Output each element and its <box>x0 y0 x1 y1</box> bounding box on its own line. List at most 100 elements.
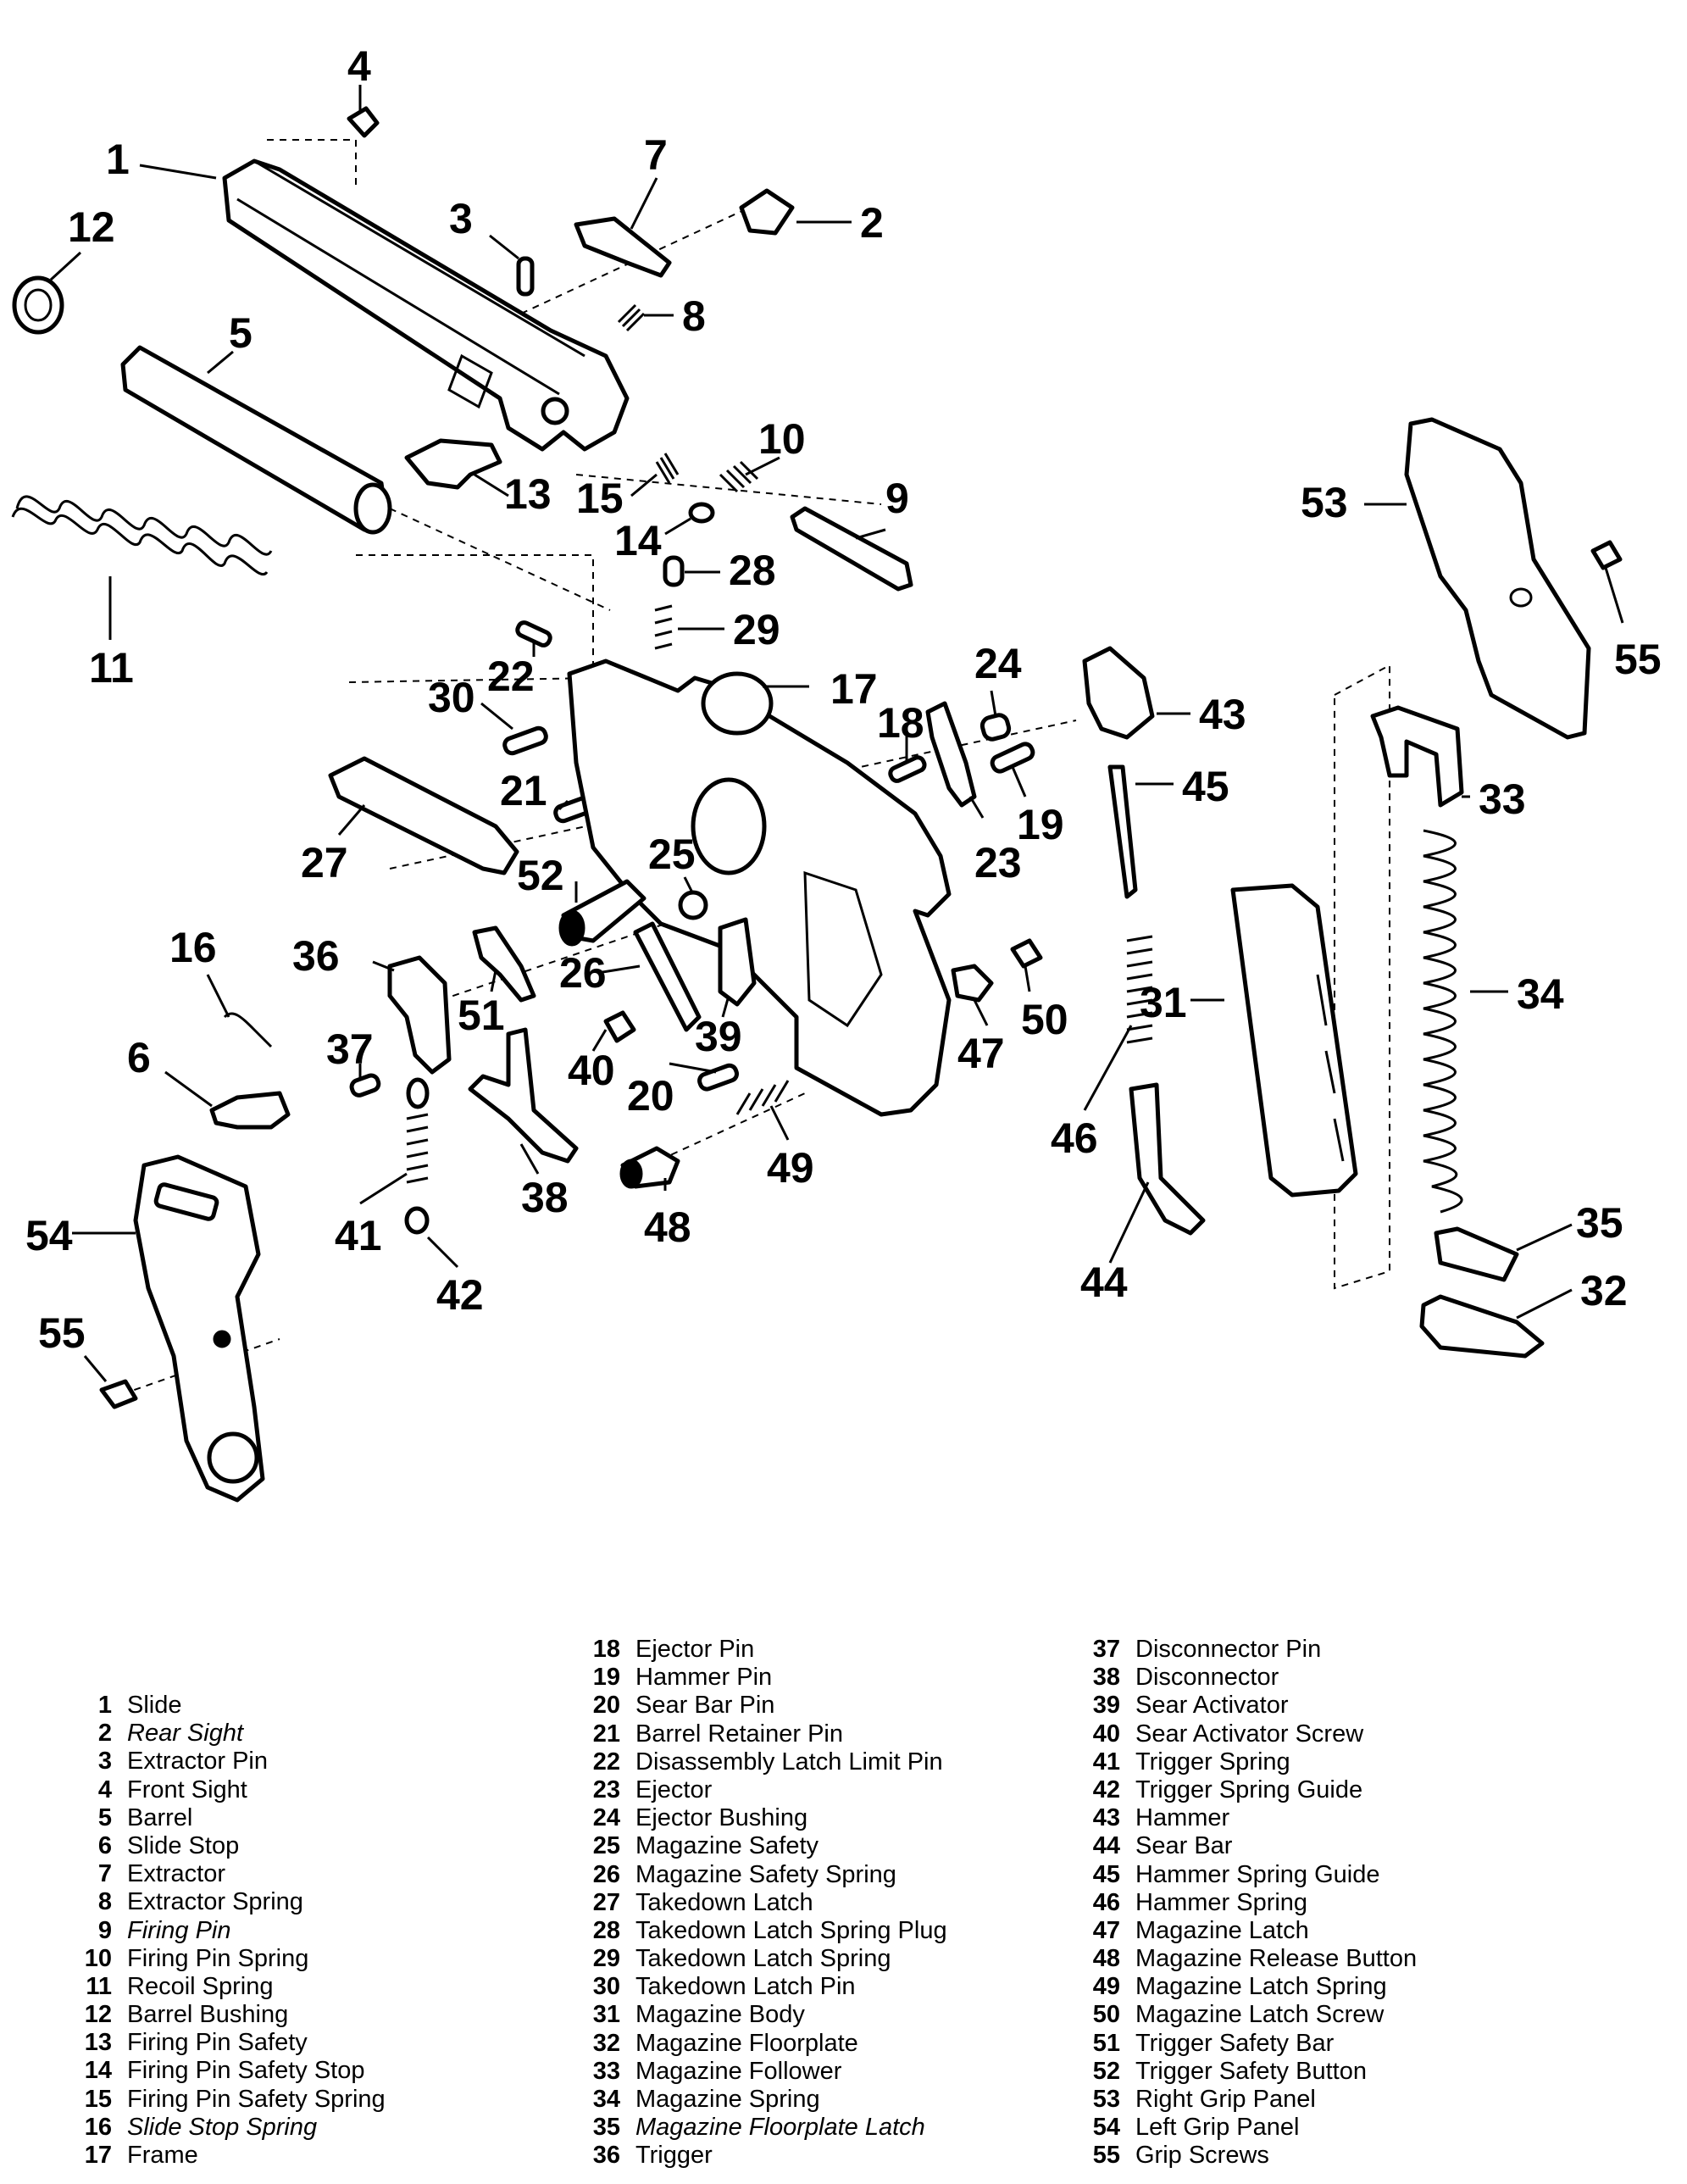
legend-number: 10 <box>84 1944 112 1972</box>
legend-part-name: Barrel Bushing <box>127 2001 289 2029</box>
legend-part-name: Disconnector <box>1135 1664 1279 1692</box>
callout-55-right: 55 <box>1614 636 1662 683</box>
callout-24: 24 <box>974 640 1022 687</box>
legend-number: 18 <box>592 1636 620 1663</box>
legend-number: 45 <box>1092 1860 1120 1888</box>
legend-number: 27 <box>592 1888 620 1916</box>
legend-number: 5 <box>97 1803 112 1831</box>
legend-number: 31 <box>592 2001 620 2029</box>
magazine-safety-part <box>678 890 708 920</box>
legend-part-name: Right Grip Panel <box>1135 2086 1316 2113</box>
callout-15: 15 <box>576 475 624 522</box>
firing-pin-part <box>790 506 913 592</box>
callout-53: 53 <box>1301 479 1348 526</box>
legend-number: 7 <box>97 1860 112 1888</box>
legend-number: 14 <box>84 2057 112 2085</box>
disconnector-pin-part <box>349 1073 381 1098</box>
callout-33: 33 <box>1479 775 1526 823</box>
extractor-pin-part <box>516 256 535 297</box>
legend-number: 49 <box>1092 1973 1120 2001</box>
callout-29: 29 <box>733 606 780 653</box>
trigger-spring-part <box>406 1113 429 1184</box>
callout-51: 51 <box>458 992 505 1039</box>
legend-number: 37 <box>1092 1636 1120 1663</box>
legend-number: 35 <box>592 2114 620 2142</box>
legend-number: 30 <box>592 1973 620 2001</box>
legend-number: 4 <box>97 1776 112 1803</box>
hammer-spring-guide-part <box>1107 764 1138 899</box>
legend-part-name: Takedown Latch <box>635 1888 813 1916</box>
legend-part-name: Magazine Release Button <box>1135 1945 1418 1973</box>
legend-number: 32 <box>592 2029 620 2057</box>
legend-number: 54 <box>1092 2114 1120 2142</box>
callout-37: 37 <box>326 1025 374 1073</box>
hammer-pin-part <box>990 742 1035 774</box>
legend-number: 25 <box>592 1832 620 1860</box>
legend-part-name: Hammer Spring Guide <box>1135 1860 1380 1888</box>
callout-55-left: 55 <box>38 1309 86 1357</box>
magazine-body-part <box>1230 883 1358 1198</box>
legend-part-name: Magazine Follower <box>635 2057 842 2085</box>
legend-number: 13 <box>84 2029 112 2057</box>
legend-part-name: Magazine Latch <box>1135 1916 1309 1944</box>
legend-number: 38 <box>1092 1664 1120 1692</box>
legend-number: 15 <box>84 2085 112 2113</box>
legend-part-name: Sear Activator Screw <box>1135 1720 1364 1748</box>
legend-part-name: Takedown Latch Spring <box>635 1945 891 1973</box>
ejector-bushing-part <box>979 713 1012 742</box>
legend-part-name: Magazine Latch Screw <box>1135 2001 1385 2029</box>
legend-part-name: Grip Screws <box>1135 2142 1269 2170</box>
legend-part-name: Trigger Spring <box>1135 1748 1290 1776</box>
legend-part-name: Firing Pin Safety Spring <box>127 2085 386 2113</box>
legend-part-name: Recoil Spring <box>127 1972 274 2000</box>
callout-12: 12 <box>68 203 115 251</box>
legend-part-name: Left Grip Panel <box>1135 2114 1300 2142</box>
legend-part-name: Firing Pin Spring <box>127 1944 309 1972</box>
legend-number: 3 <box>97 1748 112 1776</box>
legend-entry: 38 Disconnector <box>1059 1664 1417 1692</box>
firing-pin-safety-part <box>404 438 502 490</box>
callout-25: 25 <box>648 831 696 878</box>
takedown-latch-spring-part <box>654 604 673 650</box>
legend-number: 6 <box>97 1831 112 1859</box>
firing-pin-spring-part <box>719 460 759 493</box>
legend-part-name: Disassembly Latch Limit Pin <box>635 1748 943 1776</box>
callout-labels: 1 2 3 4 5 6 7 8 9 10 11 12 13 14 15 16 1… <box>25 42 1662 1357</box>
legend-part-name: Hammer <box>1135 1804 1230 1832</box>
legend-number: 12 <box>84 2001 112 2029</box>
legend-part-name: Magazine Body <box>635 2001 805 2029</box>
callout-50: 50 <box>1021 996 1068 1043</box>
legend-part-name: Extractor <box>127 1860 226 1888</box>
callout-22: 22 <box>487 653 535 700</box>
callout-41: 41 <box>335 1212 382 1259</box>
legend-part-name: Firing Pin <box>127 1916 231 1944</box>
slide-stop-part <box>209 1091 291 1130</box>
legend-part-name: Ejector Pin <box>635 1636 755 1663</box>
legend-number: 34 <box>592 2086 620 2113</box>
legend-part-name: Extractor Spring <box>127 1888 303 1916</box>
legend-number: 23 <box>592 1776 620 1803</box>
sear-bar-pin-part <box>697 1063 739 1092</box>
slide-part <box>222 158 630 452</box>
legend-entry: 7 Extractor <box>51 1860 386 1888</box>
